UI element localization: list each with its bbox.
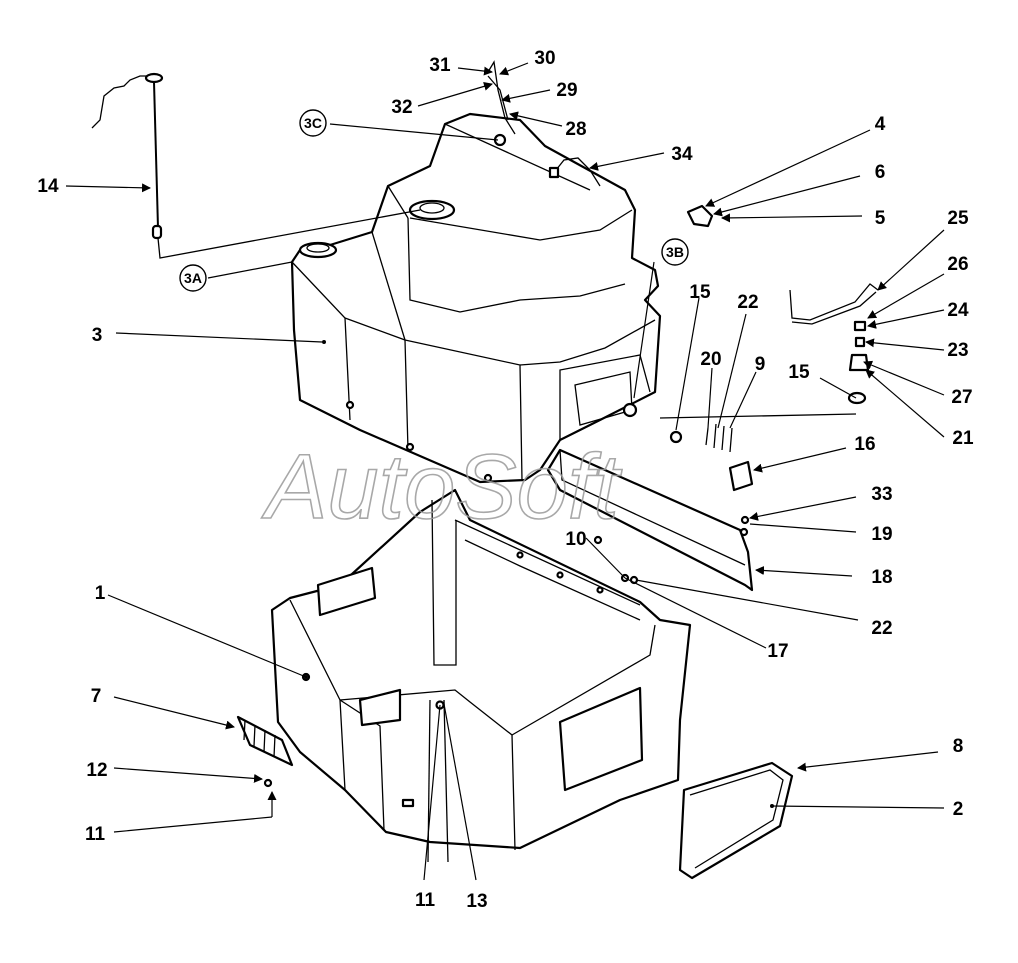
callout-27: 27 [951, 387, 972, 408]
callout-25: 25 [947, 208, 969, 229]
circled-callouts: 3A 3B 3C [179, 109, 689, 292]
callout-16: 16 [854, 434, 875, 455]
fuel-tank [290, 112, 662, 484]
callout-22-upper: 22 [737, 292, 758, 313]
callout-31: 31 [429, 55, 451, 76]
callout-34: 34 [671, 144, 693, 165]
callout-3a-circle [179, 264, 207, 292]
callout-22-lower: 22 [871, 618, 892, 639]
callout-18: 18 [871, 567, 892, 588]
callout-3c: 3C [304, 115, 322, 131]
callout-17: 17 [767, 641, 788, 662]
callout-15-upper: 15 [689, 282, 711, 303]
callout-6: 6 [875, 162, 886, 183]
callout-24: 24 [947, 300, 969, 321]
fuel-sender [91, 72, 421, 259]
callout-23: 23 [947, 340, 968, 361]
callout-15-right: 15 [788, 362, 810, 383]
callout-33: 33 [871, 484, 892, 505]
callout-3: 3 [92, 325, 103, 346]
callout-7: 7 [91, 686, 102, 707]
mounting-rail [546, 448, 754, 592]
callout-21: 21 [952, 428, 974, 449]
callout-3b-circle [661, 238, 689, 266]
callout-14: 14 [37, 176, 59, 197]
callout-3c-circle [299, 109, 327, 137]
callout-28: 28 [565, 119, 586, 140]
callout-13: 13 [466, 891, 487, 912]
callout-29: 29 [556, 80, 577, 101]
callout-19: 19 [871, 524, 892, 545]
callout-8: 8 [953, 736, 964, 757]
callout-3a: 3A [184, 270, 202, 286]
leader-lines [65, 62, 945, 881]
callout-12: 12 [86, 760, 107, 781]
support-frame [270, 488, 692, 851]
callout-4: 4 [875, 114, 886, 135]
callout-11-left: 11 [85, 824, 106, 845]
callout-9: 9 [755, 354, 766, 375]
callout-30: 30 [534, 48, 555, 69]
callout-20: 20 [700, 349, 721, 370]
callout-11-bottom: 11 [415, 890, 436, 911]
callout-26: 26 [947, 254, 968, 275]
numbered-callouts: 1 2 3 4 5 6 7 8 9 10 11 11 12 13 14 15 1… [37, 48, 974, 912]
callout-5: 5 [875, 208, 886, 229]
callout-10: 10 [565, 529, 586, 550]
callout-2: 2 [953, 799, 964, 820]
callout-3b: 3B [666, 244, 684, 260]
watermark: AutoSoft [261, 436, 622, 538]
callout-1: 1 [95, 583, 106, 604]
callout-32: 32 [391, 97, 412, 118]
